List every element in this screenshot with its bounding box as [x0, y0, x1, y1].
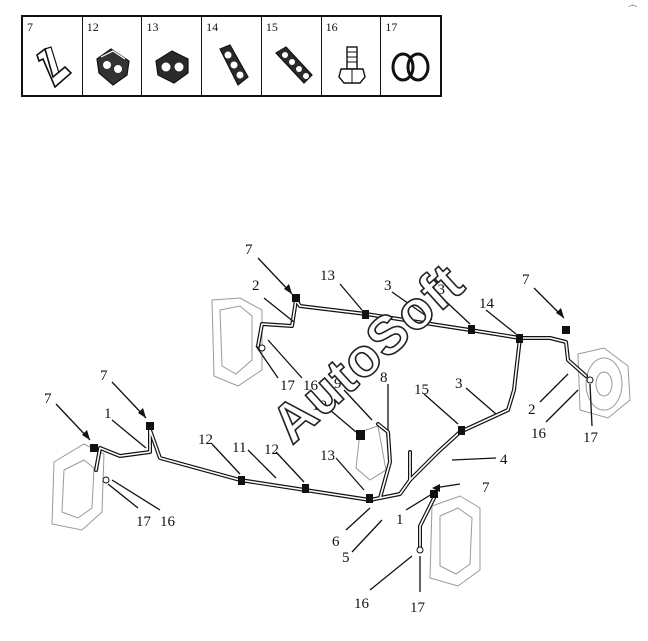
arrowheads [82, 284, 564, 492]
callout-1: 1 [396, 512, 404, 528]
pipe-clip-icon [155, 50, 190, 84]
callout-7: 7 [522, 272, 530, 288]
legend-number: 14 [206, 20, 219, 34]
callout-17: 17 [280, 378, 296, 394]
front-left-caliper [211, 297, 263, 387]
callout-17: 17 [136, 514, 152, 530]
brake-pipes [94, 298, 588, 550]
clip-marker [292, 294, 300, 302]
callout-16: 16 [303, 378, 319, 394]
callout-7: 7 [100, 368, 108, 384]
callout-12: 12 [198, 432, 213, 448]
callout-10: 10 [312, 398, 327, 414]
callout-17: 17 [410, 600, 426, 616]
rear-right-caliper [355, 425, 481, 587]
clip-marker [356, 430, 365, 440]
corner-mark: ෴ [628, 0, 638, 11]
clip-marker [362, 310, 369, 319]
callout-13: 13 [320, 448, 335, 464]
callout-1: 1 [104, 406, 112, 422]
callout-5: 5 [342, 550, 350, 566]
legend-number: 13 [146, 20, 159, 34]
front-right-caliper [577, 347, 631, 419]
legend-number: 12 [86, 20, 99, 34]
legend-number: 16 [325, 20, 338, 34]
legend-item-7: 7 [23, 17, 83, 95]
callout-2: 2 [252, 278, 260, 294]
legend-item-12: 12 [83, 17, 143, 95]
callout-7: 7 [482, 480, 490, 496]
clip-marker [562, 326, 570, 334]
clip-marker [146, 422, 154, 430]
bleeder-bolt-icon [337, 46, 366, 84]
multi-pipe-clip-icon [274, 46, 313, 84]
callout-labels: 7 13 3 13 14 7 2 17 16 9 8 15 3 10 2 16 … [44, 242, 599, 616]
legend-item-15: 15 [262, 17, 322, 95]
callout-7: 7 [44, 391, 52, 407]
clip-marker [458, 426, 465, 435]
legend-number: 17 [385, 20, 398, 34]
callout-9: 9 [334, 376, 342, 392]
clip-marker [430, 490, 438, 498]
callout-13: 13 [320, 268, 335, 284]
callout-12: 12 [264, 442, 279, 458]
callout-3: 3 [455, 376, 463, 392]
callout-16: 16 [160, 514, 176, 530]
bleeder-marker [102, 476, 110, 484]
legend-item-14: 14 [202, 17, 262, 95]
pipe-clips [90, 294, 594, 554]
bleeder-marker [258, 344, 266, 352]
clip-marker [468, 325, 475, 334]
legend-item-13: 13 [142, 17, 203, 95]
callout-13: 13 [430, 282, 445, 298]
callout-6: 6 [332, 534, 340, 550]
callout-8: 8 [380, 370, 388, 386]
rear-left-caliper [51, 443, 105, 531]
clip-marker [366, 494, 373, 503]
callout-3: 3 [384, 278, 392, 294]
legend-item-16: 16 [322, 17, 382, 95]
clip-marker [90, 444, 98, 452]
legend-number: 7 [27, 20, 33, 34]
spring-clip-icon [36, 46, 73, 89]
callout-15: 15 [414, 382, 429, 398]
leader-lines [55, 257, 593, 592]
bleeder-marker [416, 546, 424, 554]
parts-legend: 7 12 13 14 15 16 [21, 15, 442, 97]
legend-number: 15 [265, 20, 278, 34]
callout-7: 7 [245, 242, 253, 258]
callout-16: 16 [531, 426, 547, 442]
callout-16: 16 [354, 596, 370, 612]
bleeder-marker [586, 376, 594, 384]
clip-marker [238, 476, 245, 485]
clip-marker [302, 484, 309, 493]
callout-11: 11 [232, 440, 246, 456]
callout-14: 14 [479, 296, 495, 312]
legend-item-17: 17 [381, 17, 440, 95]
triple-pipe-clip-icon [219, 44, 249, 86]
double-pipe-clip-icon [96, 48, 130, 86]
watermark: AutoSoft [260, 252, 475, 454]
callout-2: 2 [528, 402, 536, 418]
callout-4: 4 [500, 452, 508, 468]
callout-17: 17 [583, 430, 599, 446]
sealing-washers-icon [391, 52, 430, 82]
clip-marker [516, 334, 523, 343]
